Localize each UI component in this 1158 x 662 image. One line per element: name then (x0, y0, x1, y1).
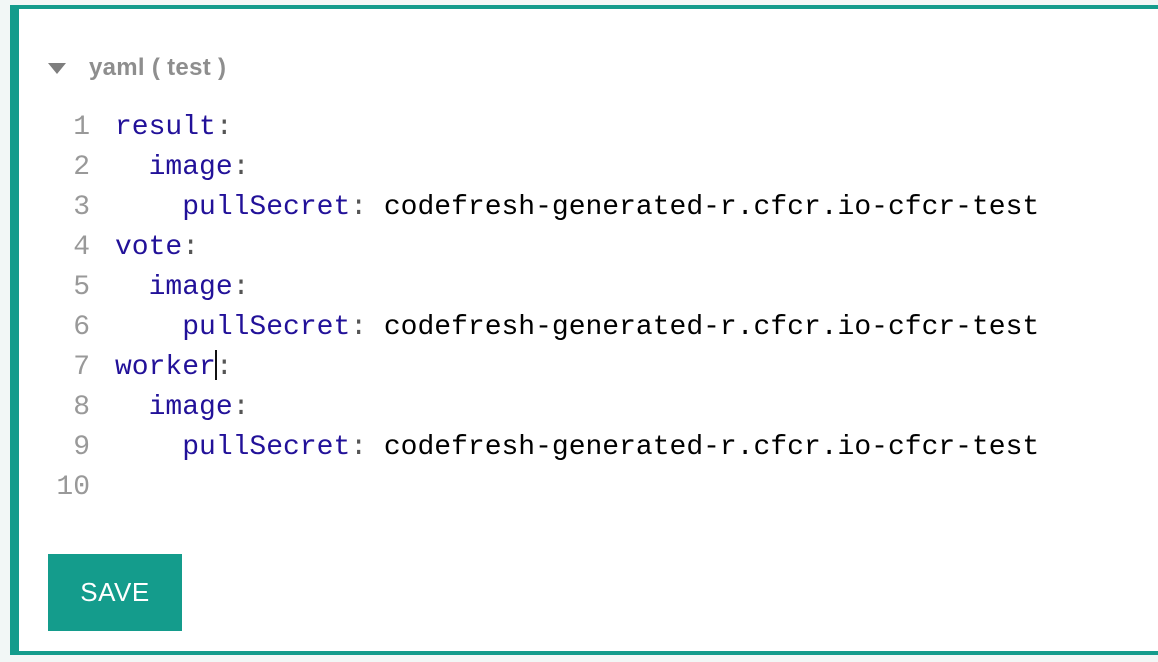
line-code: result: (115, 108, 233, 148)
token-punct: : (232, 152, 250, 183)
line-code: image: (115, 268, 250, 308)
token-value: codefresh-generated-r.cfcr.io-cfcr-test (383, 432, 1040, 463)
token-key: vote (115, 232, 183, 263)
token-plain (115, 432, 182, 463)
line-code: pullSecret: codefresh-generated-r.cfcr.i… (115, 308, 1039, 348)
yaml-section-header[interactable]: yaml ( test ) (48, 54, 1158, 82)
line-code: worker: (115, 348, 233, 388)
line-code: vote: (115, 228, 199, 268)
line-number: 2 (73, 152, 90, 183)
token-punct: : (215, 112, 233, 143)
token-punct: : (232, 272, 250, 303)
text-cursor (214, 350, 217, 380)
line-number: 1 (73, 112, 90, 143)
line-number: 10 (56, 472, 90, 503)
token-key: image (148, 392, 233, 423)
token-punct: : (350, 432, 368, 463)
token-key: pullSecret (182, 192, 351, 223)
token-plain (115, 392, 149, 423)
line-number: 3 (73, 192, 90, 223)
line-number: 6 (73, 312, 90, 343)
editor-line[interactable]: 10 (19, 468, 1158, 508)
token-punct: : (350, 192, 368, 223)
token-plain (115, 272, 149, 303)
token-punct: : (182, 232, 200, 263)
token-plain (115, 192, 182, 223)
editor-line[interactable]: 5 image: (19, 268, 1158, 308)
line-number: 8 (73, 392, 90, 423)
token-punct: : (350, 312, 368, 343)
line-code: image: (115, 148, 250, 188)
yaml-section-title: yaml ( test ) (89, 54, 227, 81)
token-plain (367, 192, 384, 223)
editor-line[interactable]: 8 image: (19, 388, 1158, 428)
collapse-triangle-icon[interactable] (48, 62, 66, 74)
token-value: codefresh-generated-r.cfcr.io-cfcr-test (383, 192, 1040, 223)
token-plain (367, 312, 384, 343)
line-number: 4 (73, 232, 90, 263)
editor-line[interactable]: 3 pullSecret: codefresh-generated-r.cfcr… (19, 188, 1158, 228)
token-punct: : (232, 392, 250, 423)
token-plain (367, 432, 384, 463)
editor-line[interactable]: 4 vote: (19, 228, 1158, 268)
editor-line[interactable]: 9 pullSecret: codefresh-generated-r.cfcr… (19, 428, 1158, 468)
token-plain (115, 152, 149, 183)
save-button[interactable]: SAVE (48, 554, 182, 631)
line-number: 5 (73, 272, 90, 303)
token-key: image (148, 152, 233, 183)
token-key: pullSecret (182, 432, 351, 463)
token-key: worker (115, 352, 216, 383)
editor-line[interactable]: 6 pullSecret: codefresh-generated-r.cfcr… (19, 308, 1158, 348)
line-number: 7 (73, 352, 90, 383)
token-punct: : (215, 352, 233, 383)
token-value: codefresh-generated-r.cfcr.io-cfcr-test (383, 312, 1040, 343)
editor-line[interactable]: 7 worker: (19, 348, 1158, 388)
token-key: result (115, 112, 216, 143)
line-code: pullSecret: codefresh-generated-r.cfcr.i… (115, 188, 1039, 228)
editor-line[interactable]: 1 result: (19, 108, 1158, 148)
token-plain (115, 312, 182, 343)
line-code: image: (115, 388, 250, 428)
line-code: pullSecret: codefresh-generated-r.cfcr.i… (115, 428, 1039, 468)
token-key: pullSecret (182, 312, 351, 343)
line-number: 9 (73, 432, 90, 463)
editor-line[interactable]: 2 image: (19, 148, 1158, 188)
token-key: image (148, 272, 233, 303)
